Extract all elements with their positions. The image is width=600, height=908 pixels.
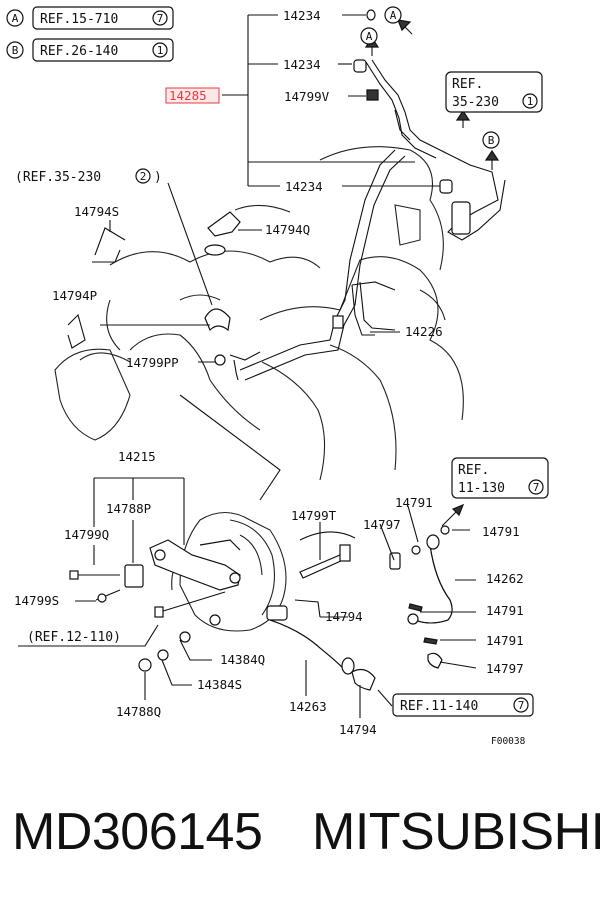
ref-row-b[interactable]: B REF.26-140 1 [6, 38, 174, 62]
figure-code: F00038 [491, 736, 526, 747]
arrows [364, 19, 500, 527]
ref-box-35-230-top-line1: REF. [452, 77, 483, 92]
part-label-14215[interactable]: 14215 [118, 449, 156, 464]
part-label-14285-highlighted[interactable]: 14285 [165, 87, 220, 104]
ref-row-a-text: REF.15-710 [40, 12, 118, 27]
part-label-14794s[interactable]: 14794S [74, 204, 119, 219]
part-label-14234-b[interactable]: 14234 [283, 57, 321, 72]
ref-box-11-140-text: REF.11-140 [400, 699, 478, 714]
footer-brand: MITSUBISHI [312, 803, 600, 861]
part-label-14791-d[interactable]: 14791 [486, 633, 524, 648]
ref-box-35-230-top[interactable]: REF. 35-230 1 [445, 71, 543, 113]
arrow-letter-b1-text: B [488, 134, 495, 147]
hoses [266, 525, 453, 691]
part-label-14791-a[interactable]: 14791 [395, 495, 433, 510]
ref-box-11-140-num: 7 [518, 699, 525, 712]
arrow-letter-a2: A [360, 27, 378, 45]
ref-box-11-130[interactable]: REF. 11-130 7 [451, 457, 549, 499]
part-label-14384q[interactable]: 14384Q [220, 652, 265, 667]
part-label-14799t[interactable]: 14799T [291, 508, 337, 523]
ref-box-35-230-top-line2: 35-230 [452, 95, 499, 110]
part-label-14234-c[interactable]: 14234 [285, 179, 323, 194]
part-label-14797-a[interactable]: 14797 [363, 517, 401, 532]
ref-row-b-letter: B [12, 44, 19, 57]
part-label-14794p[interactable]: 14794P [52, 288, 97, 303]
ref-box-35-230-top-num: 1 [527, 95, 534, 108]
ref-row-b-num: 1 [157, 44, 164, 57]
part-label-14799s[interactable]: 14799S [14, 593, 59, 608]
arrow-letter-a2-text: A [366, 30, 373, 43]
parts-diagram: A REF.15-710 7 B REF.26-140 1 REF. 35-23… [6, 6, 549, 747]
part-label-14799v[interactable]: 14799V [284, 89, 330, 104]
ref-box-11-130-line1: REF. [458, 463, 489, 478]
footer: MD306145 MITSUBISHI [0, 790, 600, 900]
arrow-letter-a1: A [384, 6, 402, 24]
small-parts [67, 9, 453, 381]
ref-row-a-num: 7 [157, 12, 164, 25]
part-label-14791-b[interactable]: 14791 [482, 524, 520, 539]
ref-row-a-letter: A [12, 12, 19, 25]
part-label-14285: 14285 [169, 88, 207, 103]
footer-part-number: MD306145 [12, 803, 263, 861]
ref-35-230-left-num: 2 [140, 170, 147, 183]
ref-35-230-left-close: ) [154, 170, 162, 185]
ref-12-110[interactable]: (REF.12-110) [27, 630, 121, 645]
arrow-letter-a1-text: A [390, 9, 397, 22]
ref-35-230-left[interactable]: (REF.35-230 2 ) [15, 168, 162, 185]
engine-outline [54, 146, 464, 481]
part-label-14799pp[interactable]: 14799PP [126, 355, 179, 370]
ref-row-a[interactable]: A REF.15-710 7 [6, 6, 174, 30]
ref-box-11-130-num: 7 [533, 481, 540, 494]
ref-box-11-130-line2: 11-130 [458, 481, 505, 496]
part-label-14263[interactable]: 14263 [289, 699, 327, 714]
oil-pipes [229, 59, 506, 381]
leader-lines [18, 14, 477, 718]
ref-35-230-left-text: (REF.35-230 [15, 170, 101, 185]
part-label-14234-a[interactable]: 14234 [283, 8, 321, 23]
part-label-14788q[interactable]: 14788Q [116, 704, 161, 719]
part-label-14797-b[interactable]: 14797 [486, 661, 524, 676]
part-label-14794-b[interactable]: 14794 [339, 722, 377, 737]
part-label-14384s[interactable]: 14384S [197, 677, 242, 692]
part-label-14794-a[interactable]: 14794 [325, 609, 363, 624]
ref-box-11-140[interactable]: REF.11-140 7 [392, 693, 534, 717]
part-label-14799q[interactable]: 14799Q [64, 527, 109, 542]
part-label-14791-c[interactable]: 14791 [486, 603, 524, 618]
part-label-14262[interactable]: 14262 [486, 571, 524, 586]
part-label-14226[interactable]: 14226 [405, 324, 443, 339]
part-label-14794q[interactable]: 14794Q [265, 222, 310, 237]
part-label-14788p[interactable]: 14788P [106, 501, 151, 516]
ref-12-110-text: (REF.12-110) [27, 630, 121, 645]
ref-row-b-text: REF.26-140 [40, 44, 118, 59]
arrow-letter-b1: B [482, 131, 500, 149]
